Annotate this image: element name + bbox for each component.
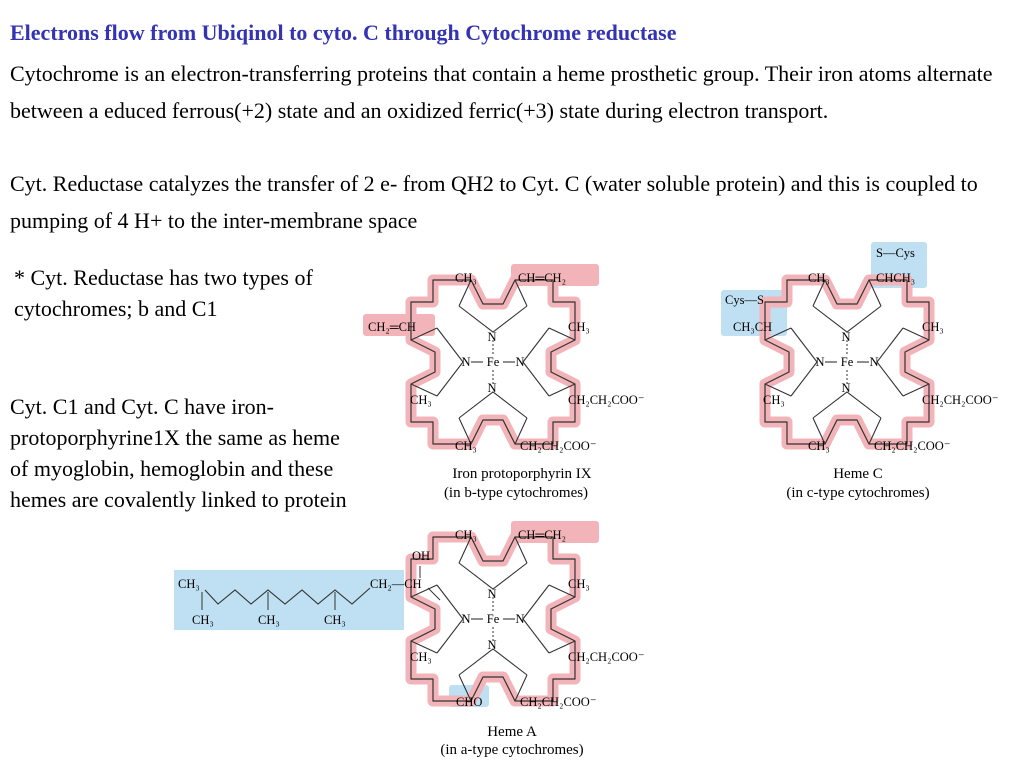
paragraph-reductase-function: Cyt. Reductase catalyzes the transfer of… [10, 171, 978, 233]
heme-c-structure [721, 242, 929, 444]
n-atom-bottom: N [487, 381, 496, 395]
heme-a-sub-right-lower: CH₂CH₂COO⁻ [568, 650, 644, 664]
heme-a-sub-right-upper: CH₃ [568, 577, 590, 591]
iron-proto-sub-bottom-right: CH₂CH₂COO⁻ [520, 439, 596, 453]
heme-a-sub-oh: OH [412, 549, 430, 563]
paragraph-cytochrome-definition: Cytochrome is an electron-transferring p… [10, 61, 993, 123]
heme-c-sub-left-b: CH₃CH [733, 320, 772, 334]
n-atom-left: N [461, 355, 470, 369]
heme-c-sub-left-a: Cys—S [725, 293, 764, 307]
n-atom-top: N [487, 330, 496, 344]
n-atom-bottom: N [841, 381, 850, 395]
heme-c-sub-right-lower: CH₂CH₂COO⁻ [922, 393, 998, 407]
heme-c-sub-top-right-b: CHCH₃ [876, 271, 915, 285]
farnesyl-chain [204, 587, 371, 605]
heme-c-sub-bottom-left: CH₃ [808, 439, 830, 453]
fe-atom: Fe [487, 612, 500, 626]
fe-atom: Fe [487, 355, 500, 369]
iron-proto-sub-right-lower: CH₂CH₂COO⁻ [568, 393, 644, 407]
heme-c-sub-top-right-a: S—Cys [876, 246, 915, 260]
heme-c-caption-sub: (in c-type cytochromes) [786, 485, 929, 501]
side-note-heme-linkage: Cyt. C1 and Cyt. C have iron-protoporphy… [10, 394, 347, 512]
heme-a-sub-bottom-right: CH₂CH₂COO⁻ [520, 695, 596, 709]
n-atom-right: N [515, 612, 524, 626]
n-atom-bottom: N [487, 638, 496, 652]
heme-a-caption: Heme A [487, 724, 537, 740]
iron-proto-caption-sub: (in b-type cytochromes) [444, 485, 588, 501]
slide-heading: Electrons flow from Ubiqinol to cyto. C … [10, 20, 677, 45]
heme-a-chain-ch3-c: CH₃ [324, 613, 346, 627]
heme-a-sub-bottom-left: CHO [456, 695, 482, 709]
heme-c-sub-top-left: CH₃ [808, 271, 830, 285]
iron-proto-sub-top-left: CH₃ [455, 271, 477, 285]
heme-a-sub-chain-end: CH₂—CH [370, 577, 422, 591]
iron-proto-sub-left-lower: CH₃ [410, 393, 432, 407]
side-note-cytochrome-types: * Cyt. Reductase has two types of cytoch… [14, 265, 313, 321]
heme-a-chain-ch3-b: CH₃ [258, 613, 280, 627]
iron-proto-sub-bottom-left: CH₃ [455, 439, 477, 453]
vinyl-highlight-left [363, 314, 435, 336]
heme-c-sub-left-lower: CH₃ [763, 393, 785, 407]
n-atom-top: N [841, 330, 850, 344]
heme-a-chain-ch3-a: CH₃ [192, 613, 214, 627]
heme-a-sub-top-left: CH₃ [455, 528, 477, 542]
heme-c-caption: Heme C [833, 466, 883, 482]
iron-protoporphyrin-structure [363, 264, 599, 444]
heme-a-chain-ch3-start: CH₃ [178, 577, 200, 591]
n-atom-right: N [515, 355, 524, 369]
heme-a-caption-sub: (in a-type cytochromes) [440, 742, 583, 758]
heme-a-structure [411, 521, 599, 707]
n-atom-right: N [869, 355, 878, 369]
iron-proto-sub-right-upper: CH₃ [568, 320, 590, 334]
n-atom-left: N [815, 355, 824, 369]
heme-c-sub-bottom-right: CH₂CH₂COO⁻ [874, 439, 950, 453]
n-atom-top: N [487, 587, 496, 601]
fe-atom: Fe [841, 355, 854, 369]
iron-proto-sub-left: CH₂═CH [368, 320, 416, 334]
iron-proto-sub-top-right: CH═CH₂ [518, 271, 566, 285]
n-atom-left: N [461, 612, 470, 626]
iron-proto-caption: Iron protoporphyrin IX [452, 466, 591, 482]
heme-c-sub-right-upper: CH₃ [922, 320, 944, 334]
heme-a-sub-top-right: CH═CH₂ [518, 528, 566, 542]
heme-a-sub-left-lower: CH₃ [410, 650, 432, 664]
